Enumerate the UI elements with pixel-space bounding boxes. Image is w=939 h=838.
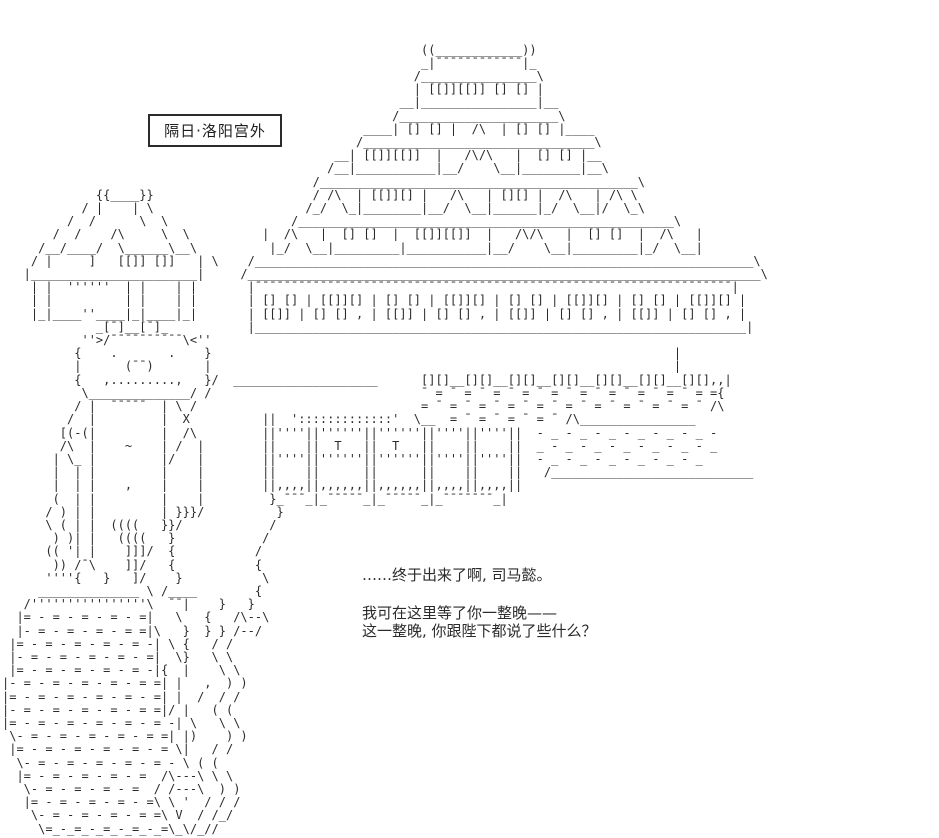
dialogue-line-1: ……终于出来了啊, 司马懿。 [362,566,552,584]
palace-ascii-art: ((____________)) _|¯¯¯¯¯¯¯¯¯¯¯¯|_ /_____… [2,42,768,836]
dialogue-line-3: 这一整晚, 你跟陛下都说了些什么？ [362,622,597,640]
dialogue-line-2: 我可在这里等了你一整晚—— [362,604,558,622]
scene-label-text: 隔日·洛阳宫外 [164,122,266,140]
scene-label-box: 隔日·洛阳宫外 [148,114,282,147]
